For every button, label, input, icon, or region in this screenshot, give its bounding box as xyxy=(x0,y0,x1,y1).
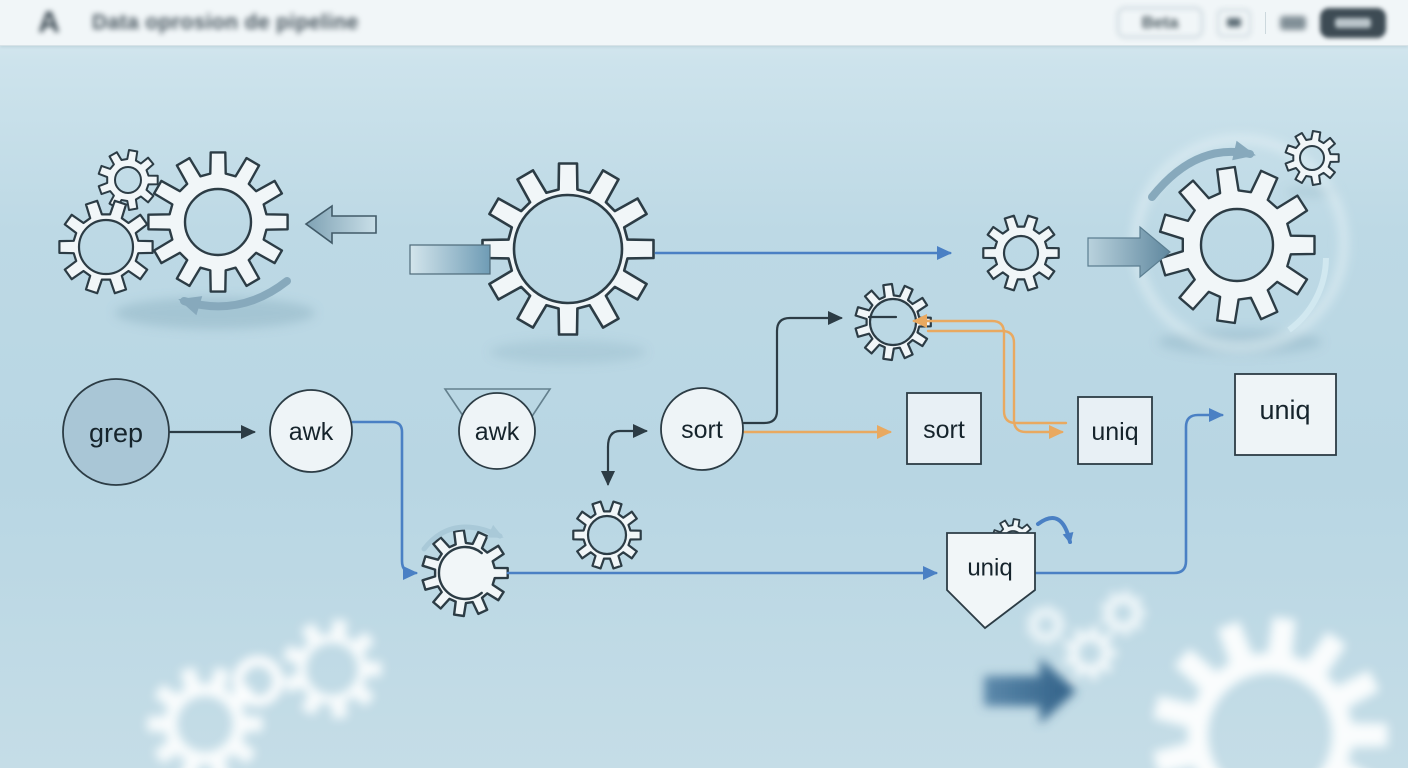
gear-icon xyxy=(97,149,159,211)
node-uniq-pentagon[interactable] xyxy=(946,532,1036,630)
gear-icon xyxy=(854,282,932,362)
nav-icon-2[interactable] xyxy=(1280,15,1306,30)
nav-icon-button[interactable] xyxy=(1217,8,1251,37)
gradient-block xyxy=(409,244,491,275)
edge-sort-gear xyxy=(742,311,843,425)
gear-icon xyxy=(481,162,655,336)
node-awk-main[interactable] xyxy=(269,389,353,473)
gear-icon xyxy=(572,500,642,570)
label-awk-main: awk xyxy=(289,418,334,446)
app-logo-icon: A xyxy=(34,5,64,39)
label-uniq-output: uniq xyxy=(1259,395,1310,425)
label-uniq-pentagon: uniq xyxy=(967,555,1012,582)
app-header: A Data oprosion de pipeline Beta xyxy=(0,0,1408,46)
gear-icon xyxy=(1284,130,1340,186)
rotate-swoosh-icon xyxy=(1148,140,1256,201)
blurred-button-label xyxy=(1335,17,1371,28)
blurred-gear-icon xyxy=(147,667,263,768)
gear-icon xyxy=(58,199,154,295)
page-title: Data oprosion de pipeline xyxy=(92,10,359,34)
pipeline-nodes xyxy=(62,373,1337,630)
edge-pentagon-uniq-blue xyxy=(1033,408,1224,575)
node-sort-box[interactable] xyxy=(906,392,982,465)
label-sort-circle: sort xyxy=(681,416,723,444)
blurred-gear-icon xyxy=(283,619,382,719)
beta-pill[interactable]: Beta xyxy=(1117,7,1203,38)
edge-loop-to-gear-orange xyxy=(912,314,1068,425)
blurred-background-decor xyxy=(115,134,1388,768)
label-sort-box: sort xyxy=(923,416,965,444)
blurred-gear-icon xyxy=(1100,590,1146,636)
pipeline-edges xyxy=(168,246,1224,601)
label-uniq-box: uniq xyxy=(1091,418,1138,446)
edge-loop-to-uniq-orange xyxy=(926,329,1064,439)
header-nav: Beta xyxy=(1117,0,1386,45)
block-arrow-left-icon xyxy=(304,204,377,245)
ring-icon xyxy=(233,656,283,706)
refresh-arc-icon xyxy=(437,545,483,601)
gear-icon xyxy=(421,528,509,618)
node-uniq-box[interactable] xyxy=(1077,396,1153,465)
rotate-swoosh-icon xyxy=(421,524,504,552)
node-grep[interactable] xyxy=(62,378,170,486)
logo-glyph: A xyxy=(38,5,60,39)
node-labels: grep awk awk sort sort uniq uniq uniq xyxy=(89,395,1311,582)
gear-shadow xyxy=(115,297,315,329)
blurred-gear-icon xyxy=(1063,626,1117,680)
edge-awk-gear-blue xyxy=(351,420,418,580)
decor-arrows xyxy=(178,140,1329,552)
gear-shadow xyxy=(490,340,646,364)
node-uniq-output[interactable] xyxy=(1234,373,1337,456)
primary-action-button[interactable] xyxy=(1320,7,1386,38)
blurred-arrow-icon xyxy=(984,658,1076,724)
gear-icon xyxy=(982,214,1060,292)
arc-swoosh-icon xyxy=(1287,257,1329,333)
gear-icon xyxy=(147,151,289,293)
blurred-gear-icon xyxy=(1026,605,1066,645)
nav-divider xyxy=(1265,11,1266,34)
label-grep: grep xyxy=(89,418,143,448)
node-awk-funnel[interactable] xyxy=(458,392,536,470)
label-awk-funnel: awk xyxy=(475,418,520,446)
node-sort-circle[interactable] xyxy=(660,387,744,471)
edge-elbow-sort xyxy=(606,424,648,449)
block-arrow-right-icon xyxy=(1087,225,1171,279)
blue-swoosh-icon xyxy=(1036,516,1074,544)
rotate-swoosh-icon xyxy=(178,277,291,316)
gear-icon xyxy=(1158,165,1316,325)
blurred-glyph-icon xyxy=(1227,18,1241,27)
blurred-gear-icon xyxy=(1153,617,1388,768)
